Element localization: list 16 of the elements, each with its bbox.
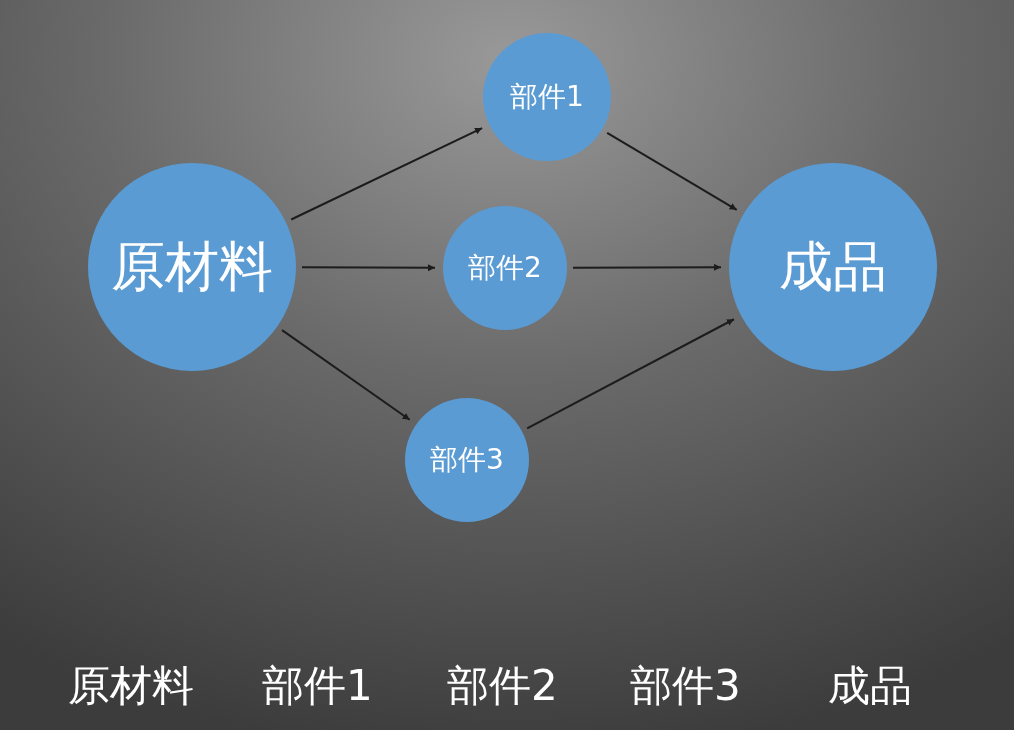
arrow — [281, 329, 411, 421]
node-label: 原材料 — [111, 233, 273, 300]
caption-text: 部件2 — [447, 660, 558, 712]
node-label: 部件2 — [468, 250, 542, 286]
arrow — [526, 318, 735, 430]
arrow — [572, 263, 722, 271]
caption-text: 原材料 — [68, 660, 194, 712]
arrow — [606, 131, 738, 211]
arrow — [301, 264, 436, 272]
caption-text: 部件1 — [262, 660, 373, 712]
node-label: 成品 — [779, 233, 887, 300]
node-label: 部件1 — [510, 79, 584, 115]
caption-text: 成品 — [828, 660, 912, 712]
caption-text: 部件3 — [630, 660, 741, 712]
node-label: 部件3 — [430, 442, 504, 478]
arrow — [290, 127, 484, 221]
